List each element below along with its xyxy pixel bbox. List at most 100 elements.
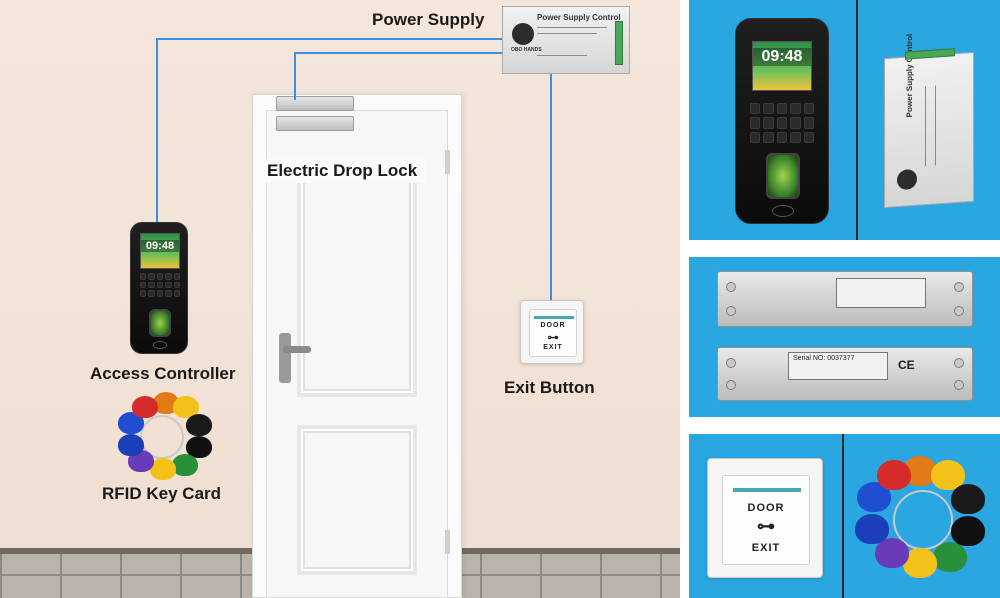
keypad-key <box>173 290 180 297</box>
screw-icon <box>954 358 964 368</box>
drop-lock-bar <box>276 96 354 111</box>
keypad-key <box>148 273 155 280</box>
door-hinge <box>445 150 450 174</box>
controller-clock: 09:48 <box>141 240 179 252</box>
exit-button-exit-text: EXIT <box>751 542 781 554</box>
keypad-key <box>763 103 774 115</box>
product-panel-controller-psu: 09:48 Power Supply Control <box>689 0 1000 240</box>
exit-button-device: DOOR ⊶ EXIT <box>520 300 584 364</box>
screw-icon <box>726 380 736 390</box>
brand-logo-icon <box>897 168 917 191</box>
controller-screen: 09:48 <box>140 233 180 269</box>
serial-number: Serial NO: 0037377 <box>793 355 855 362</box>
label-exit-button: Exit Button <box>504 378 595 397</box>
exit-button-face: DOOR ⊶ EXIT <box>529 309 577 357</box>
psu-brand: OBO HANDS <box>511 47 542 53</box>
rfid-fob <box>186 414 212 436</box>
screw-icon <box>954 306 964 316</box>
controller-keypad <box>140 273 180 297</box>
keypad-key <box>173 281 180 289</box>
rfid-fob <box>951 516 985 546</box>
power-supply-unit: Power Supply Control OBO HANDS <box>502 6 630 74</box>
keypad-key <box>165 273 172 280</box>
wire-controller-top <box>156 38 506 40</box>
keypad-key <box>140 273 147 280</box>
psu-text-line <box>537 33 597 34</box>
screw-icon <box>954 380 964 390</box>
key-icon: ⊶ <box>547 332 559 344</box>
key-icon: ⊶ <box>757 516 775 536</box>
exit-button-stripe <box>733 488 801 492</box>
installation-diagram: Power Supply Control OBO HANDS 09:48 DOO… <box>0 0 680 598</box>
access-controller-photo: 09:48 <box>735 18 829 224</box>
rfid-fob <box>118 434 144 456</box>
rfid-fob <box>855 514 889 544</box>
rfid-fob <box>933 542 967 572</box>
label-rfid-key-card: RFID Key Card <box>102 484 222 503</box>
keypad-key <box>156 290 164 297</box>
ce-mark: CE <box>898 358 915 372</box>
rfid-fob <box>172 454 198 476</box>
keypad-key <box>776 131 788 143</box>
rfid-fob <box>150 458 176 480</box>
keypad-key <box>165 290 172 297</box>
screw-icon <box>726 306 736 316</box>
exit-button-stripe <box>534 316 574 319</box>
keypad-key <box>750 131 761 143</box>
rfid-fob <box>951 484 985 514</box>
psu-text-line <box>537 27 607 28</box>
rfid-fob <box>173 396 199 418</box>
wire-lock <box>294 52 296 100</box>
door-panel-bottom <box>297 425 417 575</box>
keypad-key <box>790 117 801 129</box>
psu-text-line <box>935 85 936 166</box>
psu-title: Power Supply Control <box>905 33 914 118</box>
power-supply-photo: Power Supply Control <box>884 33 974 209</box>
panel-divider <box>856 0 858 240</box>
exit-button-face: DOOR ⊶ EXIT <box>722 475 810 565</box>
door-handle-plate <box>279 333 291 383</box>
keypad-key <box>140 281 147 289</box>
keypad-key <box>763 131 774 143</box>
psu-terminal-block <box>615 21 623 65</box>
door-handle-icon <box>283 346 311 353</box>
keypad-key <box>173 273 180 280</box>
brand-logo-icon <box>512 23 534 45</box>
keypad-key <box>763 117 774 129</box>
controller-screen: 09:48 <box>752 41 812 91</box>
wire-exit-button <box>550 72 552 304</box>
psu-title: Power Supply Control <box>537 13 621 22</box>
keypad-key <box>156 281 164 289</box>
product-panel-exit-fobs: DOOR ⊶ EXIT <box>689 434 1000 598</box>
rfid-fob <box>153 392 179 414</box>
drop-lock-label-plate <box>836 278 926 308</box>
psu-text-line <box>925 86 926 167</box>
door <box>266 110 448 598</box>
keypad-key <box>790 131 801 143</box>
keypad-key <box>165 281 172 289</box>
drop-lock-strike-photo: Serial NO: 0037377 CE <box>717 347 973 401</box>
exit-button-photo: DOOR ⊶ EXIT <box>707 458 823 578</box>
fingerprint-icon <box>149 309 171 337</box>
controller-clock: 09:48 <box>753 48 811 66</box>
keypad-key <box>750 117 761 129</box>
label-access-controller: Access Controller <box>90 364 236 383</box>
access-controller-device: 09:48 <box>130 222 188 354</box>
keypad-key <box>776 117 788 129</box>
rfid-fob <box>875 538 909 568</box>
rfid-icon <box>153 341 167 349</box>
keypad-key <box>148 281 155 289</box>
label-power-supply: Power Supply <box>372 10 485 29</box>
rfid-fob <box>877 460 911 490</box>
fingerprint-icon <box>766 153 800 199</box>
controller-keypad <box>750 103 814 143</box>
keypad-key <box>148 290 155 297</box>
label-electric-drop-lock: Electric Drop Lock <box>258 159 427 183</box>
panel-divider <box>842 434 844 598</box>
door-panel-top <box>297 175 417 397</box>
rfid-fob <box>132 396 158 418</box>
wire-controller <box>156 38 158 224</box>
exit-button-door-text: DOOR <box>747 502 785 514</box>
keypad-key <box>803 131 814 143</box>
exit-button-door-text: DOOR <box>540 322 566 329</box>
